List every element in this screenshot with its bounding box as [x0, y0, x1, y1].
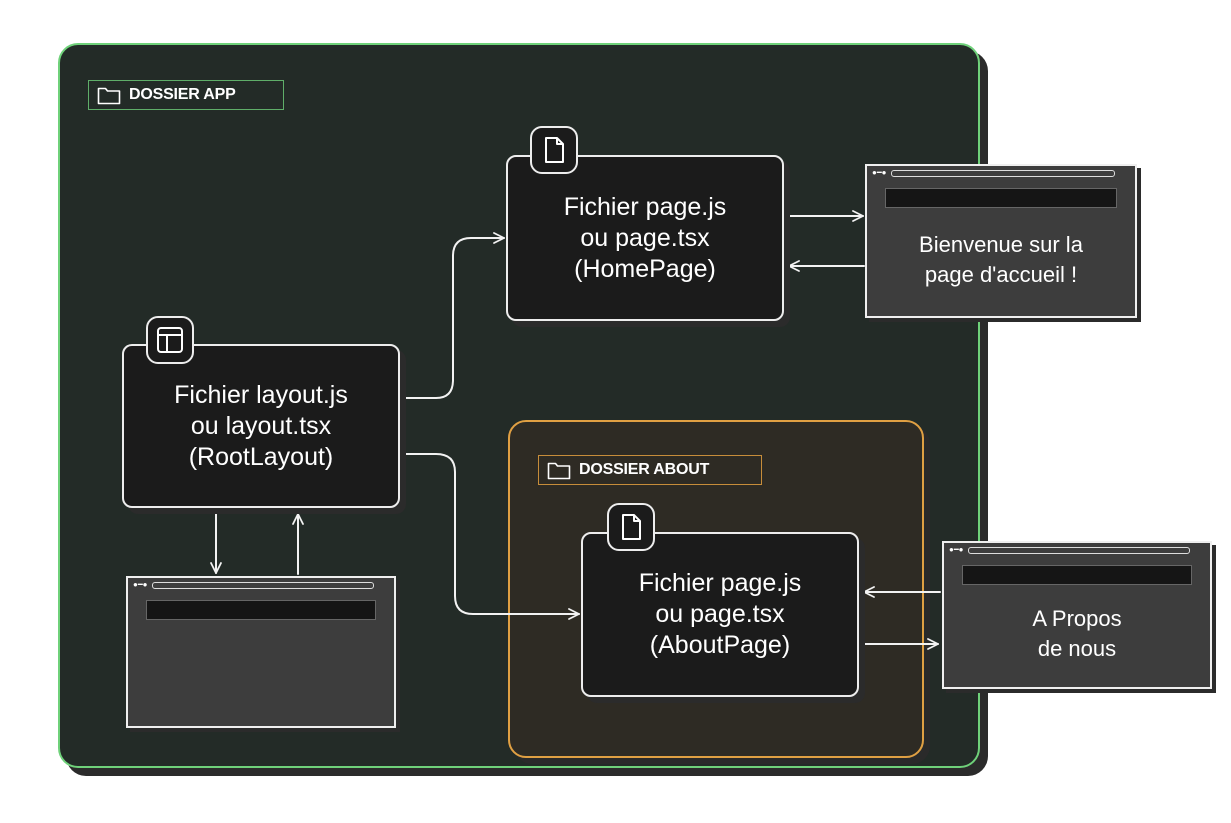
about-page-file-text: Fichier page.js ou page.tsx (AboutPage) [638, 569, 802, 659]
browser-tab-bar [152, 582, 374, 589]
layout-file-text: Fichier layout.js ou layout.tsx (RootLay… [174, 380, 348, 471]
address-bar [146, 600, 376, 620]
arrow-layout-to-about [400, 453, 580, 620]
file-icon [530, 126, 578, 174]
home-page-file-text: Fichier page.js ou page.tsx (HomePage) [563, 192, 727, 283]
app-folder-label: DOSSIER APP [88, 80, 284, 110]
browser-chrome: ●━● [944, 543, 1210, 557]
window-dots-icon: ●━● [872, 168, 887, 177]
app-folder-title: DOSSIER APP [129, 86, 236, 103]
about-folder-label: DOSSIER ABOUT [538, 455, 762, 485]
folder-icon [547, 462, 571, 480]
layout-browser-window: ●━● [126, 576, 396, 728]
home-page-file-node: Fichier page.js ou page.tsx (HomePage) [506, 155, 784, 321]
browser-chrome: ●━● [867, 166, 1135, 180]
about-folder-title: DOSSIER ABOUT [579, 461, 710, 478]
about-browser-content: A Propos de nous [1032, 606, 1122, 661]
browser-chrome: ●━● [128, 578, 394, 592]
window-dots-icon: ●━● [133, 580, 148, 589]
address-bar [962, 565, 1192, 585]
home-browser-content: Bienvenue sur la page d'accueil ! [919, 232, 1083, 287]
file-icon [607, 503, 655, 551]
layout-file-node: Fichier layout.js ou layout.tsx (RootLay… [122, 344, 400, 508]
layout-browser-content [128, 626, 394, 716]
home-browser-window: ●━● Bienvenue sur la page d'accueil ! [865, 164, 1137, 318]
about-page-file-node: Fichier page.js ou page.tsx (AboutPage) [581, 532, 859, 697]
browser-tab-bar [968, 547, 1190, 554]
browser-tab-bar [891, 170, 1115, 177]
layout-icon [146, 316, 194, 364]
arrow-layout-to-home [400, 232, 505, 399]
window-dots-icon: ●━● [949, 545, 964, 554]
about-browser-window: ●━● A Propos de nous [942, 541, 1212, 689]
address-bar [885, 188, 1117, 208]
folder-icon [97, 87, 121, 105]
